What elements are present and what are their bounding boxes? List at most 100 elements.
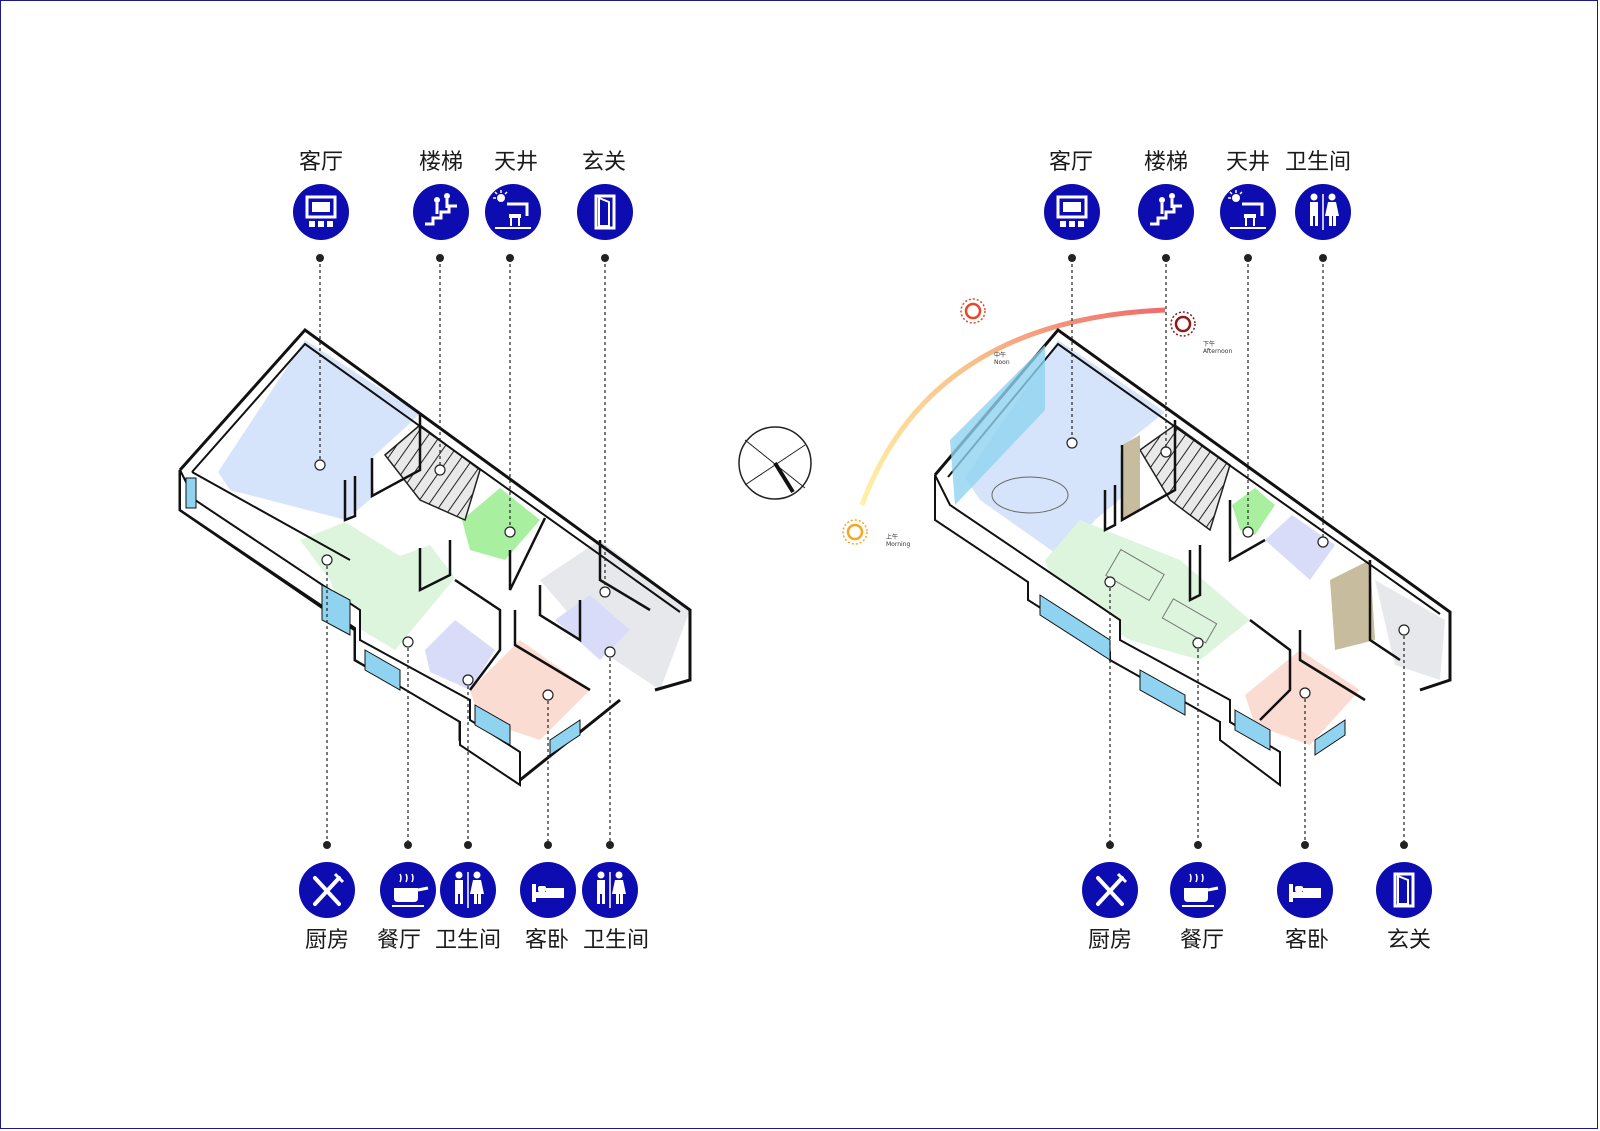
- south-wall-left-top: [191, 471, 351, 561]
- sun-label-cn: 中午: [994, 352, 1007, 359]
- dining-zone-right: [1045, 520, 1250, 660]
- left-floor-plan: [178, 327, 692, 787]
- restroom-icon: [440, 862, 496, 918]
- courtyard-zone-right: [1232, 488, 1275, 535]
- sun-label-en: Afternoon: [1203, 348, 1233, 355]
- left-leaders: [319, 258, 611, 845]
- living-room-zone-right: [965, 340, 1165, 560]
- bed-icon: [1277, 862, 1333, 918]
- interior-wall-l1: [370, 414, 422, 499]
- dot-end: [1162, 254, 1170, 262]
- door-icon: [1376, 862, 1432, 918]
- room-marker: [1066, 437, 1078, 449]
- dot-end: [606, 841, 614, 849]
- dot-end: [601, 254, 609, 262]
- dot-end: [316, 254, 324, 262]
- sun-arc: [859, 307, 1166, 506]
- sun-label-afternoon: 下午 Afternoon: [1203, 341, 1232, 355]
- room-marker: [1242, 526, 1254, 538]
- interior-wall-l8: [598, 540, 651, 612]
- dot-end: [404, 841, 412, 849]
- sun-morning-icon: [842, 519, 868, 545]
- sun-afternoon-icon: [1170, 311, 1196, 337]
- dot-end: [464, 841, 472, 849]
- bath-zone-right: [1265, 515, 1335, 580]
- living-room-zone: [218, 340, 420, 520]
- window-right-3: [1314, 719, 1346, 756]
- dot-end: [1194, 841, 1202, 849]
- bath-zone-left-2: [555, 595, 630, 660]
- fork-knife-icon: [1082, 862, 1138, 918]
- room-marker: [1398, 624, 1410, 636]
- label-entry-left: 玄关: [581, 150, 627, 175]
- rug-right: [991, 476, 1069, 514]
- label-courtyard-left: 天井: [493, 150, 539, 175]
- interior-wall-r1: [1120, 420, 1177, 523]
- dot-end: [1068, 254, 1076, 262]
- label-stairs-right: 楼梯: [1143, 150, 1189, 175]
- right-room-markers: [1066, 437, 1410, 699]
- room-marker: [402, 636, 414, 648]
- facade-right: [934, 474, 1281, 787]
- window-left-5: [549, 719, 581, 756]
- dining-table-right: [1105, 548, 1165, 602]
- interior-wall-r2: [1103, 485, 1117, 533]
- tv-screen-icon: [293, 184, 349, 240]
- room-marker: [1317, 536, 1329, 548]
- dot-end: [1301, 841, 1309, 849]
- dot-end: [1244, 254, 1252, 262]
- entry-zone-left: [540, 540, 690, 690]
- room-marker: [321, 554, 333, 566]
- label-living-right: 客厅: [1048, 150, 1094, 175]
- sun-noon-icon: [960, 298, 986, 324]
- interior-wall-l5: [454, 578, 502, 691]
- room-marker: [542, 689, 554, 701]
- fork-knife-icon: [299, 862, 355, 918]
- glass-wall-right: [950, 345, 1045, 505]
- dot-end: [506, 254, 514, 262]
- bath-zone-left: [425, 620, 495, 690]
- dot-end: [544, 841, 552, 849]
- bed-icon: [520, 862, 576, 918]
- window-right-1: [1139, 669, 1186, 716]
- stairs-icon: [413, 184, 469, 240]
- outer-wall-left: [178, 327, 692, 692]
- room-marker: [1299, 687, 1311, 699]
- label-bedroom-right: 客卧: [1284, 928, 1330, 953]
- left-leader-dots: [316, 254, 614, 849]
- interior-wall-r4: [1228, 500, 1266, 563]
- stairs-right: [1139, 424, 1231, 532]
- tv-screen-icon: [1044, 184, 1100, 240]
- restroom-icon: [582, 862, 638, 918]
- label-bedroom-left: 客卧: [524, 928, 570, 953]
- cooking-pot-icon: [1170, 862, 1226, 918]
- interior-wall-l7: [538, 585, 582, 643]
- interior-wall-r6: [1298, 630, 1366, 702]
- label-dining-right: 餐厅: [1179, 928, 1225, 953]
- stairs-left: [383, 424, 481, 522]
- window-left-3: [364, 649, 401, 691]
- sun-label-noon: 中午 Noon: [994, 352, 1010, 366]
- room-marker: [604, 646, 616, 658]
- door-icon: [577, 184, 633, 240]
- room-marker: [504, 526, 516, 538]
- label-bath-right: 卫生间: [1284, 150, 1352, 175]
- left-room-markers: [314, 459, 616, 701]
- room-marker: [599, 586, 611, 598]
- label-kitchen-left: 厨房: [304, 928, 350, 953]
- right-floor-plan: [933, 327, 1452, 787]
- right-leader-dots: [1068, 254, 1408, 849]
- sun-label-cn: 上午: [886, 534, 899, 541]
- sun-path: [842, 298, 1196, 545]
- label-dining-left: 餐厅: [376, 928, 422, 953]
- facade-left: [179, 469, 521, 787]
- label-entry-right: 玄关: [1386, 928, 1432, 953]
- sun-label-en: Noon: [994, 359, 1010, 366]
- label-bath-left: 卫生间: [434, 928, 502, 953]
- interior-wall-r3: [1188, 545, 1202, 603]
- sun-label-morning: 上午 Morning: [886, 534, 910, 548]
- courtyard-icon: [485, 184, 541, 240]
- entry-zone-right: [1375, 580, 1445, 680]
